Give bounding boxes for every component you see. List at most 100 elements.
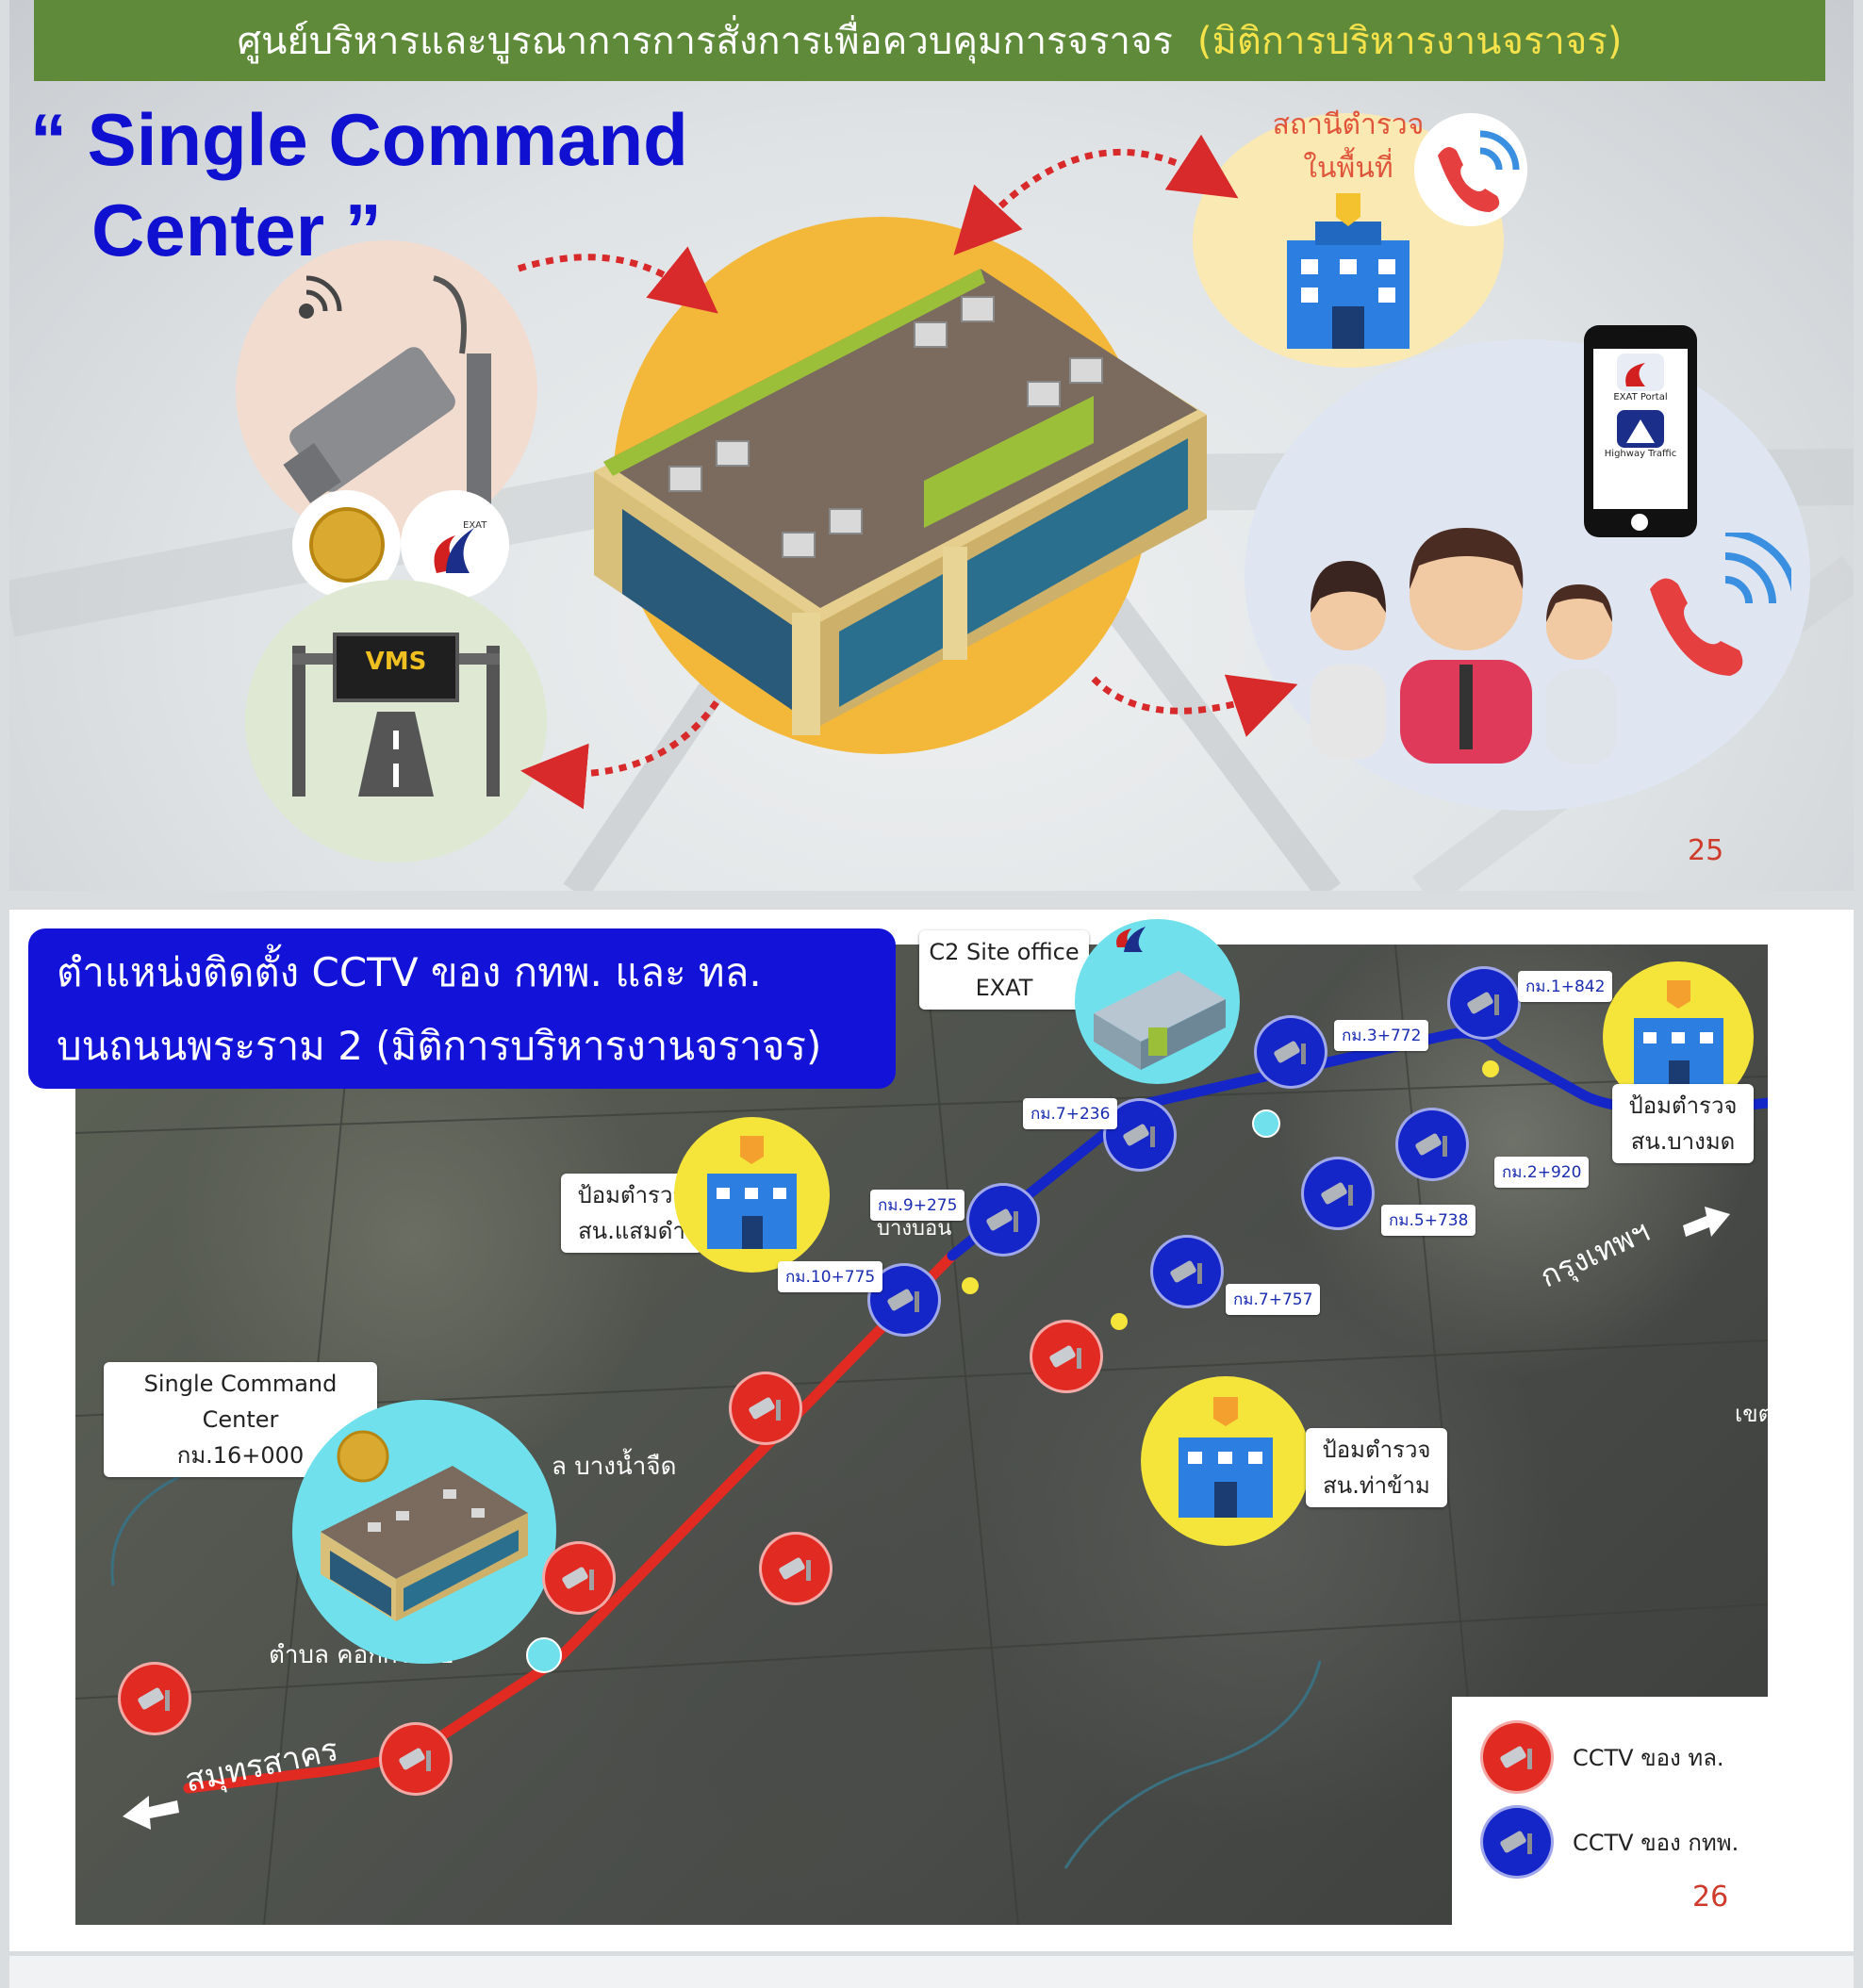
vms-sign-icon — [292, 633, 500, 797]
cctv-doh-1 — [1030, 1320, 1103, 1393]
police-station-label-1: สถานีตำรวจ — [1272, 108, 1425, 141]
scc-location-dot — [526, 1637, 562, 1673]
km-label-5-738: กม.5+738 — [1381, 1205, 1476, 1236]
place-khet: เขต — [1735, 1401, 1773, 1427]
legend-exat-text: CCTV ของ กทพ. — [1573, 1829, 1739, 1856]
cctv-doh-2 — [729, 1372, 802, 1445]
police-bangmod-line-1: ป้อมตำรวจ — [1628, 1093, 1738, 1119]
c2-site-office-label: C2 Site office EXAT — [919, 930, 1089, 1010]
next-slide-edge — [9, 1956, 1854, 1988]
legend-row-doh: CCTV ของ ทล. — [1480, 1720, 1724, 1794]
cctv-camera-icon — [1170, 1260, 1202, 1284]
arrow-left-icon — [123, 1796, 179, 1830]
police-station-circle: สถานีตำรวจ ในพื้นที่ — [1193, 108, 1504, 368]
connection-arrows — [517, 134, 1298, 810]
police-station-label: สถานีตำรวจ ในพื้นที่ — [1249, 104, 1447, 190]
cctv-camera-icon — [1467, 992, 1499, 1015]
map-legend: CCTV ของ ทล. CCTV ของ กทพ. 26 — [1452, 1697, 1768, 1925]
single-command-center-title: “ Single Command Center ” — [30, 94, 688, 275]
home-button-icon — [1631, 514, 1648, 531]
vms-label: VMS — [365, 648, 427, 676]
page-number-25: 25 — [1688, 834, 1724, 867]
police-station-icon-bangmod — [1634, 980, 1723, 1093]
police-thakham-label: ป้อมตำรวจ สน.ท่าข้าม — [1306, 1428, 1447, 1507]
cctv-camera-icon — [1274, 1041, 1306, 1064]
phone-call-badge — [1414, 113, 1527, 226]
people-icon — [1311, 528, 1617, 764]
scc-line-1: Single Command Center — [143, 1371, 338, 1433]
c2-line-1: C2 Site office — [929, 939, 1080, 965]
km-label-2-920: กม.2+920 — [1494, 1157, 1590, 1188]
c2-site-office-marker — [1075, 919, 1240, 1084]
km-label-7-236: กม.7+236 — [1023, 1098, 1118, 1129]
title-line-1: “ Single Command — [30, 98, 688, 181]
header-highlight: (มิติการบริหารงานจราจร) — [1196, 20, 1623, 63]
map-title-line-1: ตำแหน่งติดตั้ง CCTV ของ กทพ. และ ทล. — [57, 949, 762, 995]
vms-circle: VMS — [245, 580, 547, 863]
police-thakham-line-1: ป้อมตำรวจ — [1322, 1437, 1431, 1463]
map-title-box: ตำแหน่งติดตั้ง CCTV ของ กทพ. และ ทล. บนถ… — [28, 928, 896, 1089]
doh-seal-icon — [308, 506, 385, 583]
cctv-doh-5 — [379, 1722, 453, 1796]
km-label-10-775: กม.10+775 — [778, 1261, 883, 1292]
exat-logo-text: EXAT — [463, 520, 487, 531]
c2-line-2: EXAT — [975, 975, 1033, 1001]
km-label-3-772: กม.3+772 — [1334, 1020, 1429, 1051]
km-label-9-275: กม.9+275 — [870, 1190, 965, 1221]
police-samdam-line-2: สน.แสมดำ — [578, 1218, 685, 1244]
police-samdam-dot — [962, 1277, 979, 1294]
place-bangnamchued: ล บางน้ำจืด — [552, 1453, 677, 1481]
police-bangmod-line-2: สน.บางมด — [1630, 1128, 1736, 1155]
slide-single-command-center: ศูนย์บริหารและบูรณาการการสั่งการเพื่อควบ… — [9, 0, 1854, 891]
cctv-doh-4 — [542, 1541, 616, 1615]
cctv-camera-icon — [283, 275, 491, 514]
cctv-camera-icon — [399, 1748, 431, 1771]
cctv-exat-km7-757 — [1150, 1235, 1224, 1308]
cctv-camera-icon — [1415, 1133, 1447, 1157]
police-bangmod-label: ป้อมตำรวจ สน.บางมด — [1612, 1084, 1754, 1163]
header-bar: ศูนย์บริหารและบูรณาการการสั่งการเพื่อควบ… — [34, 0, 1825, 81]
cctv-exat-km3-772 — [1254, 1015, 1327, 1089]
legend-red-cctv-icon — [1480, 1720, 1554, 1794]
app-label-highway-traffic: Highway Traffic — [1604, 449, 1677, 459]
office-building-icon — [1094, 927, 1226, 1070]
cctv-camera-icon — [887, 1289, 919, 1312]
command-center-building-small-icon — [321, 1430, 528, 1621]
c2-location-dot — [1252, 1109, 1280, 1138]
place-bangbon: บางบอน — [877, 1217, 952, 1240]
legend-row-exat: CCTV ของ กทพ. — [1480, 1805, 1739, 1879]
cctv-camera-icon — [562, 1567, 594, 1590]
cctv-exat-km7-236 — [1103, 1098, 1177, 1172]
police-thakham-line-2: สน.ท่าข้าม — [1323, 1472, 1430, 1499]
slide-cctv-map: กรุงเทพฯ สมุทรสาคร ล บางน้ำจืด ตำบล คอกก… — [9, 910, 1854, 1951]
cctv-camera-icon — [749, 1397, 781, 1421]
cctv-camera-icon — [1321, 1182, 1353, 1206]
cctv-exat-km1-842 — [1447, 966, 1521, 1040]
cctv-camera-icon — [986, 1208, 1018, 1232]
scc-marker — [292, 1400, 556, 1664]
km-label-1-842: กม.1+842 — [1518, 971, 1613, 1002]
exat-swoosh-icon: EXAT — [434, 520, 487, 573]
cctv-camera-icon — [1049, 1345, 1081, 1369]
smartphone: EXAT Portal Highway Traffic — [1584, 325, 1697, 537]
police-station-icon-samdam — [707, 1136, 797, 1249]
map-title-line-2: บนถนนพระราม 2 (มิติการบริหารงานจราจร) — [57, 1023, 822, 1069]
km-label-7-757: กม.7+757 — [1226, 1284, 1321, 1315]
scc-line-2: กม.16+000 — [176, 1442, 305, 1469]
cctv-camera-icon — [138, 1687, 170, 1711]
command-center-building-icon — [594, 269, 1207, 735]
police-samdam-marker — [674, 1117, 830, 1273]
police-thakham-dot — [1111, 1313, 1128, 1330]
page-number-26: 26 — [1692, 1881, 1729, 1914]
phone-call-icon-2 — [1650, 533, 1791, 676]
police-station-label-2: ในพื้นที่ — [1303, 152, 1393, 185]
police-bangmod-dot — [1482, 1060, 1499, 1077]
police-samdam-line-1: ป้อมตำรวจ — [577, 1182, 686, 1208]
app-label-exat-portal: EXAT Portal — [1613, 392, 1668, 403]
legend-blue-cctv-icon — [1480, 1805, 1554, 1879]
phone-call-icon — [1438, 130, 1520, 212]
cctv-exat-km9-275 — [966, 1183, 1040, 1257]
police-thakham-marker — [1141, 1376, 1311, 1546]
arrow-right-icon — [1683, 1207, 1730, 1237]
app-icons — [1617, 353, 1664, 448]
